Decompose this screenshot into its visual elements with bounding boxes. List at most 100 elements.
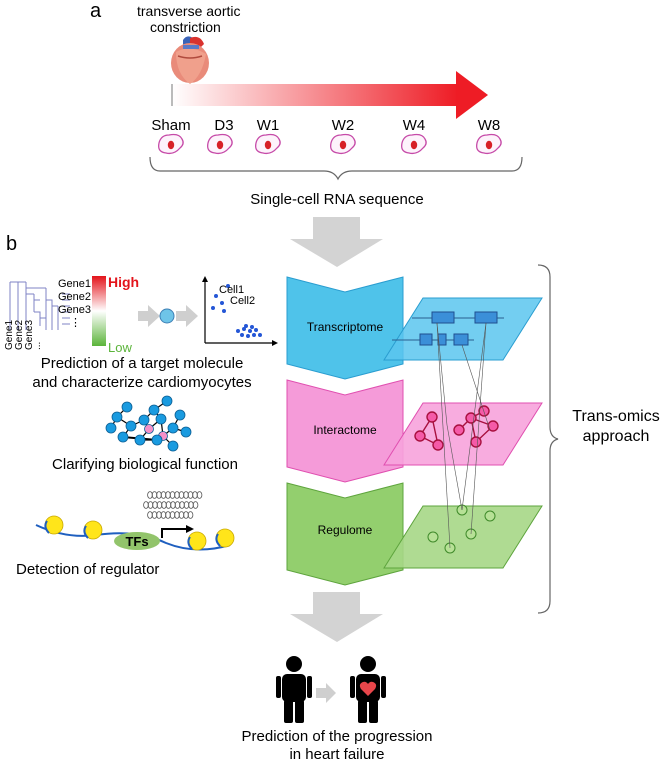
- regulome-node: [484, 510, 496, 522]
- tac-label-line1: transverse aortic: [137, 3, 240, 19]
- rna-coil: [160, 491, 167, 499]
- rna-coil: [178, 491, 185, 499]
- network-node: [125, 420, 137, 432]
- timepoint-w1: W1: [257, 117, 280, 134]
- rna-coil: [188, 501, 194, 509]
- rna-coil: [183, 511, 189, 519]
- network-node: [134, 434, 146, 446]
- timepoint-sham: Sham: [151, 117, 190, 134]
- scatter-point: [242, 327, 246, 331]
- regulome-plane: [383, 505, 543, 569]
- heart-failure-person-icon: [350, 656, 386, 723]
- healthy-person-icon: [276, 656, 312, 723]
- down-arrow-1: [290, 217, 383, 267]
- dna-wrap: [187, 536, 193, 550]
- scatter-point: [246, 334, 250, 338]
- timepoint-w2: W2: [332, 117, 355, 134]
- trans-omics-label-line1: Trans-omics: [572, 408, 659, 425]
- rna-coil: [169, 511, 176, 519]
- trans-omics-label-line2: approach: [583, 428, 650, 445]
- transcriptome-layer: [286, 276, 404, 380]
- cardiomyocyte-cell: [476, 133, 502, 155]
- progression-arrow: [316, 683, 336, 703]
- time-course-brace: [149, 156, 523, 181]
- scatter-point: [244, 324, 248, 328]
- transcriptome-plane: [383, 297, 543, 361]
- regulome-node: [427, 531, 439, 543]
- heatmap-column-labels: Gene1 Gene2 Gene3 ...: [4, 320, 43, 350]
- timepoint-w4: W4: [403, 117, 426, 134]
- scatter-point: [240, 333, 244, 337]
- rna-coil: [152, 501, 158, 509]
- transcriptome-label: Transcriptome: [307, 320, 384, 334]
- network-node: [121, 401, 133, 413]
- scatter-point: [226, 284, 230, 288]
- interaction-network-icon: [414, 405, 499, 451]
- rna-coil: [156, 491, 162, 499]
- rna-coil: [156, 501, 163, 509]
- heart-icon: [171, 36, 209, 84]
- rna-coil: [196, 491, 203, 499]
- rna-coil: [161, 501, 167, 509]
- rna-coil: [174, 491, 180, 499]
- rna-coil: [147, 501, 154, 509]
- scrna-seq-label: Single-cell RNA sequence: [250, 191, 423, 208]
- scatter-point: [252, 333, 256, 337]
- rna-coil: [165, 501, 172, 509]
- tac-label-line2: constriction: [150, 19, 221, 35]
- network-caption: Clarifying biological function: [52, 456, 238, 473]
- dna-wrap: [44, 520, 50, 534]
- rna-coil: [156, 511, 162, 519]
- heatmap-col-gene2: Gene2: [14, 320, 25, 350]
- heatmap-gene1: Gene1: [58, 278, 91, 290]
- tfs-label: TFs: [125, 534, 148, 549]
- network-node: [105, 422, 117, 434]
- panel-a-letter: a: [90, 0, 102, 22]
- scatter-point: [250, 325, 254, 329]
- rna-coil: [187, 511, 194, 519]
- regulome-layer: [286, 482, 404, 586]
- heatmap-high-label: High: [108, 274, 139, 290]
- dendrogram: [9, 281, 70, 330]
- interactome-label: Interactome: [313, 423, 377, 437]
- dna-regulator-icon: [35, 491, 235, 551]
- scatter-point: [248, 329, 252, 333]
- rna-coil: [151, 511, 158, 519]
- network-node: [167, 440, 179, 452]
- rna-coil: [169, 491, 176, 499]
- rna-coil: [151, 491, 158, 499]
- interaction-node: [453, 424, 465, 436]
- interaction-node: [414, 430, 426, 442]
- target-molecule-icon: [159, 308, 175, 324]
- interaction-node: [487, 420, 499, 432]
- rna-coil: [165, 511, 171, 519]
- rna-coil: [147, 491, 153, 499]
- small-arrow-1: [138, 305, 160, 327]
- rna-coil: [143, 501, 149, 509]
- dna-wrap: [83, 525, 89, 539]
- rna-coil: [192, 501, 199, 509]
- cardiomyocyte-cell: [207, 133, 233, 155]
- interaction-node: [470, 436, 482, 448]
- interactome-layer: [286, 379, 404, 483]
- cardiomyocyte-cell: [401, 133, 427, 155]
- scatter-point: [258, 333, 262, 337]
- network-node: [161, 395, 173, 407]
- network-node: [174, 409, 186, 421]
- rna-coil: [147, 511, 153, 519]
- heatmap-col-more: ...: [32, 342, 43, 350]
- final-caption-line2: in heart failure: [289, 746, 384, 763]
- interaction-node: [432, 439, 444, 451]
- rna-coil: [170, 501, 176, 509]
- timepoint-w8: W8: [478, 117, 501, 134]
- cardiomyocyte-cell: [330, 133, 356, 155]
- cardiomyocyte-cell: [255, 133, 281, 155]
- scatter-point: [220, 301, 224, 305]
- rna-coil: [165, 491, 171, 499]
- small-arrow-2: [176, 305, 198, 327]
- scatter-point: [222, 309, 226, 313]
- heatmap-ellipsis: ⋮: [70, 317, 81, 329]
- scatter-point: [254, 328, 258, 332]
- scatter-point: [236, 329, 240, 333]
